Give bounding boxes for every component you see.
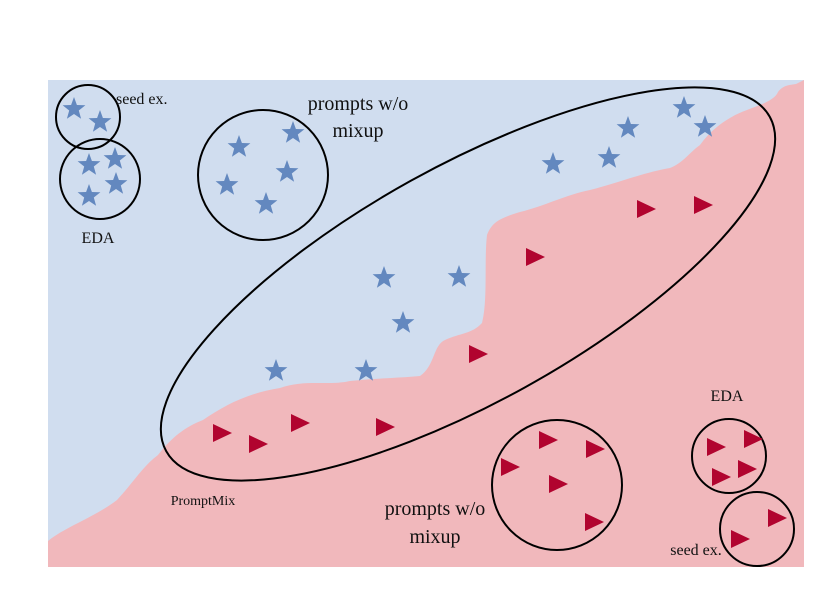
promptmix-label: PromptMix [171, 494, 236, 509]
seed-ex-top-label: seed ex. [116, 91, 168, 108]
triangle-icon [213, 424, 232, 442]
prompts-bottom-label-line2: mixup [409, 526, 460, 548]
eda-bottom-label: EDA [711, 388, 744, 405]
triangle-icon [501, 458, 520, 476]
triangle-icon [768, 509, 787, 527]
star-icon [215, 173, 239, 195]
eda-top-circle [59, 138, 141, 220]
triangle-icon [731, 530, 750, 548]
eda-top-label: EDA [82, 230, 115, 247]
star-icon [616, 116, 640, 138]
prompts-bottom-label-line1: prompts w/o [385, 498, 486, 520]
star-icon [264, 359, 288, 381]
star-icon [354, 359, 378, 381]
star-icon [62, 97, 86, 119]
triangle-icon [539, 431, 558, 449]
star-icon [275, 160, 299, 182]
promptmix-ellipse [159, 86, 777, 482]
star-icon [227, 135, 251, 157]
triangle-icon [469, 345, 488, 363]
star-icon [77, 184, 101, 206]
triangle-icon [376, 418, 395, 436]
triangle-icon [738, 460, 757, 478]
star-icon [77, 153, 101, 175]
star-markers [62, 96, 717, 381]
triangle-icon [586, 440, 605, 458]
star-icon [693, 115, 717, 137]
star-icon [391, 311, 415, 333]
seed-ex-bottom-label: seed ex. [670, 542, 722, 559]
triangle-icon [549, 475, 568, 493]
triangle-icon [585, 513, 604, 531]
prompts-top-circle [197, 109, 329, 241]
seed-ex-top-circle [55, 84, 121, 150]
prompts-bottom-circle [491, 419, 623, 551]
triangle-icon [249, 435, 268, 453]
triangle-icon [744, 430, 763, 448]
star-icon [103, 147, 127, 169]
star-icon [281, 121, 305, 143]
prompts-top-label-line1: prompts w/o [308, 93, 409, 115]
seed-ex-bottom-circle [719, 491, 795, 567]
star-icon [88, 110, 112, 132]
star-icon [447, 265, 471, 287]
triangle-icon [637, 200, 656, 218]
triangle-icon [707, 438, 726, 456]
star-icon [541, 152, 565, 174]
prompts-top-label-line2: mixup [332, 120, 383, 142]
triangle-markers [213, 196, 787, 548]
red-region [48, 80, 804, 567]
star-icon [254, 192, 278, 214]
triangle-icon [291, 414, 310, 432]
eda-bottom-circle [691, 418, 767, 494]
star-icon [672, 96, 696, 118]
triangle-icon [712, 468, 731, 486]
triangle-icon [526, 248, 545, 266]
star-icon [597, 146, 621, 168]
star-icon [104, 172, 128, 194]
star-icon [372, 266, 396, 288]
triangle-icon [694, 196, 713, 214]
